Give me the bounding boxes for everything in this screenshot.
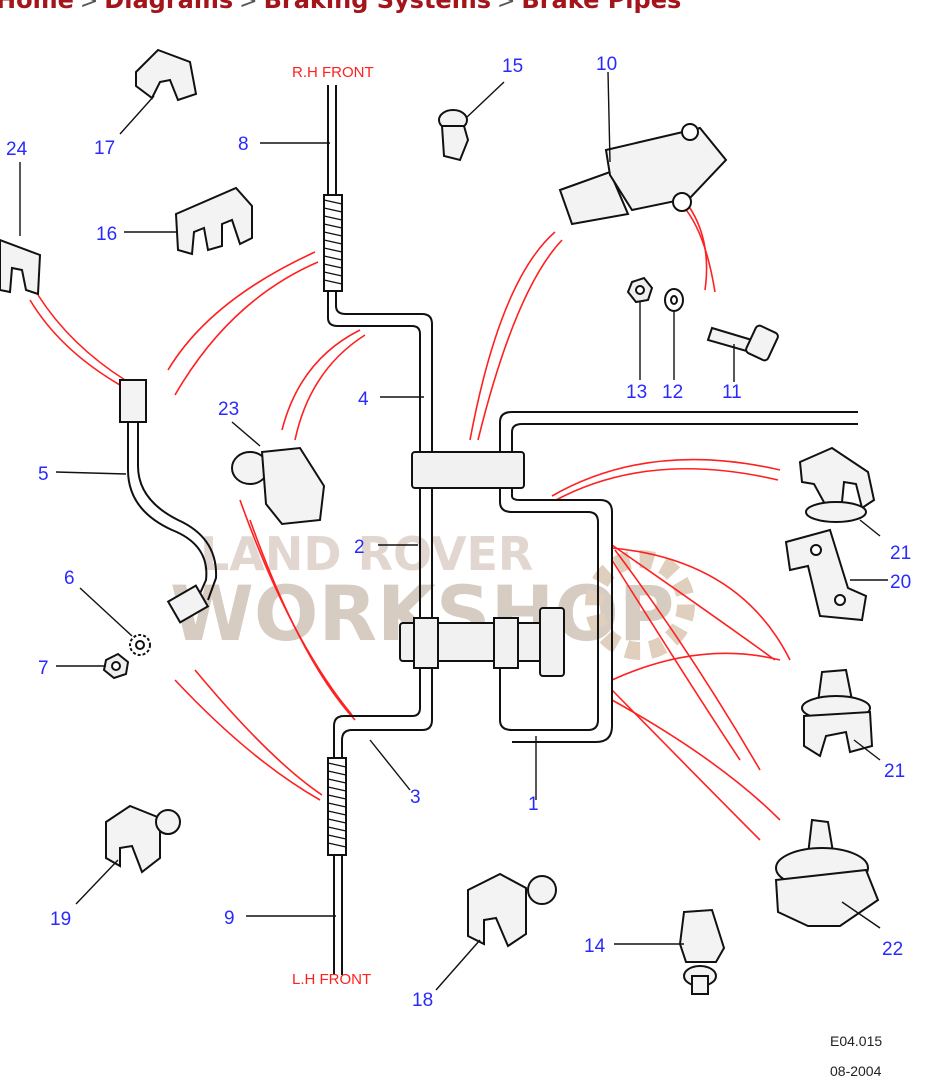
pressure-valve-part-10 — [558, 123, 728, 226]
pipe-clip-blocks — [399, 451, 565, 677]
bracket-part-20 — [784, 528, 868, 622]
clip-part-17 — [135, 48, 198, 102]
reference-date: 08-2004 — [830, 1063, 882, 1079]
clip-part-15 — [438, 109, 470, 162]
reference-code: E04.015 — [830, 1033, 882, 1049]
callout-9: 9 — [224, 908, 235, 929]
callout-11: 11 — [722, 382, 742, 403]
breadcrumb: Home > Diagrams > Braking Systems > Brake Pipe… — [0, 0, 681, 14]
callout-21-upper: 21 — [890, 543, 911, 564]
pipe-coil-lower — [327, 757, 347, 856]
breadcrumb-separator: > — [239, 0, 258, 14]
callout-22: 22 — [882, 939, 903, 960]
callout-18: 18 — [412, 990, 433, 1011]
callout-19: 19 — [50, 909, 71, 930]
callout-21-lower: 21 — [884, 761, 905, 782]
nut-part-13 — [626, 276, 654, 304]
red-leader-lines — [29, 204, 791, 841]
callout-2: 2 — [354, 537, 365, 558]
washer-part-6 — [129, 634, 151, 656]
nut-part-7 — [102, 652, 130, 680]
clip-part-22 — [774, 818, 880, 927]
flexible-hose-part-5 — [119, 379, 218, 624]
breadcrumb-separator: > — [79, 0, 99, 14]
callout-13: 13 — [626, 382, 647, 403]
lh-front-label: L.H FRONT — [292, 971, 371, 988]
callout-8: 8 — [238, 134, 249, 155]
breadcrumb-home-link[interactable]: Home — [0, 0, 74, 14]
breadcrumb-section-link[interactable]: Braking Systems — [263, 0, 491, 14]
clip-part-16 — [174, 186, 253, 256]
brake-pipes — [327, 85, 858, 975]
callout-24: 24 — [6, 139, 28, 160]
watermark-gear-icon — [585, 550, 695, 660]
clip-part-21-upper — [798, 446, 876, 523]
clip-part-23 — [231, 446, 326, 526]
callout-10: 10 — [596, 54, 617, 75]
callout-7: 7 — [38, 658, 49, 679]
clip-part-19 — [105, 804, 181, 874]
callout-numbers: 1 2 3 4 5 6 7 8 9 10 11 12 13 14 15 16 1… — [6, 54, 911, 1011]
callout-6: 6 — [64, 568, 75, 589]
pipe-coil-upper — [323, 194, 343, 292]
breadcrumb-diagrams-link[interactable]: Diagrams — [104, 0, 234, 14]
callout-23: 23 — [218, 399, 239, 420]
callout-4: 4 — [358, 389, 369, 410]
callout-20: 20 — [890, 572, 911, 593]
callout-1: 1 — [528, 794, 539, 815]
callout-12: 12 — [662, 382, 683, 403]
rh-front-label: R.H FRONT — [292, 64, 374, 81]
callout-15: 15 — [502, 56, 523, 77]
callout-14: 14 — [584, 936, 606, 957]
clip-part-14 — [678, 908, 726, 995]
bolt-part-11 — [706, 324, 779, 362]
clip-part-18 — [467, 872, 557, 948]
callout-16: 16 — [96, 224, 117, 245]
clip-part-24 — [0, 238, 42, 296]
callout-5: 5 — [38, 464, 49, 485]
breadcrumb-current-link[interactable]: Brake Pipes — [521, 0, 682, 14]
washer-part-12 — [664, 288, 684, 312]
callout-leaders — [19, 71, 888, 991]
breadcrumb-separator: > — [496, 0, 516, 14]
callout-17: 17 — [94, 138, 115, 159]
callout-3: 3 — [410, 787, 421, 808]
clip-part-21-lower — [801, 668, 874, 758]
